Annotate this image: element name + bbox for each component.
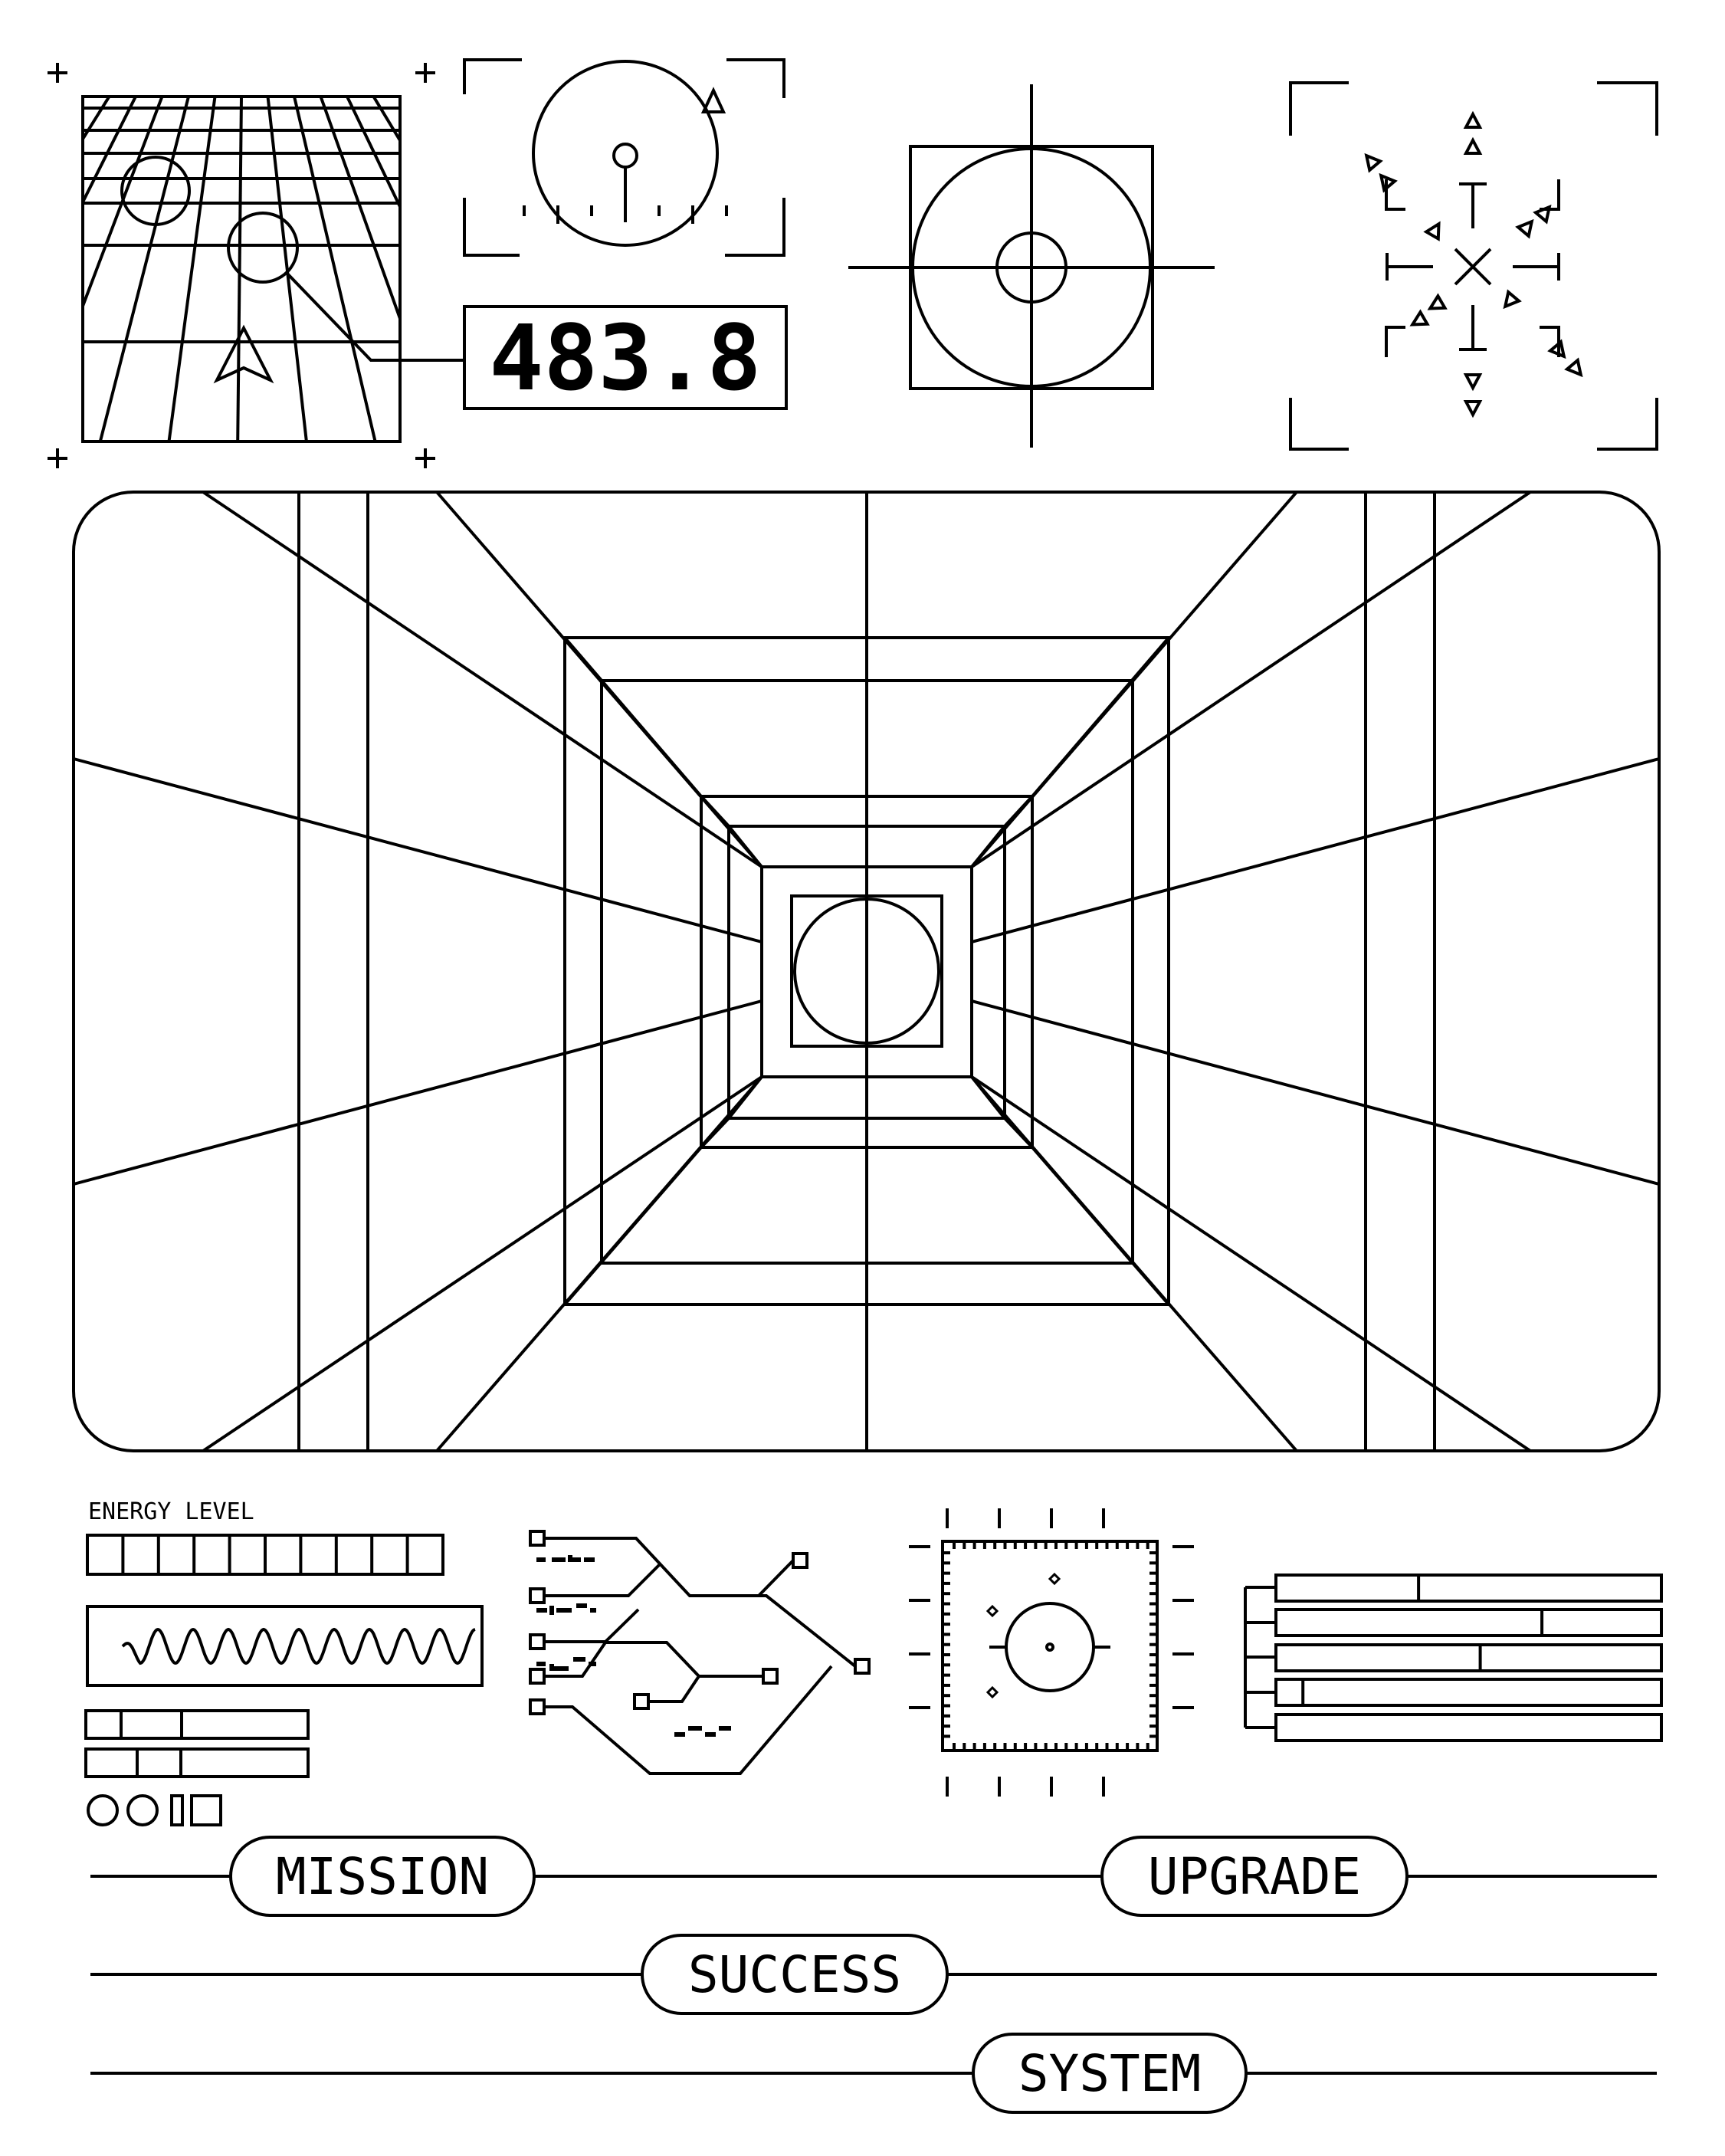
tunnel-line: [1031, 1146, 1170, 1306]
success-button[interactable]: SUCCESS: [641, 1934, 949, 2015]
tracked-target-circle: [120, 156, 191, 226]
corner-plus-icon: [48, 63, 435, 468]
triangle-icon: [1423, 221, 1441, 241]
bracket-frame: [463, 58, 785, 257]
crosshair-icon: [848, 84, 1215, 448]
upgrade-button-label: UPGRADE: [1148, 1847, 1361, 1906]
grid-line: [83, 97, 84, 100]
triangle-icon: [1427, 293, 1448, 310]
tunnel-line: [73, 999, 762, 1186]
circuit-glyphs: [536, 1555, 731, 1737]
triangle-icon: [1463, 136, 1483, 155]
compass-ring: [532, 60, 719, 247]
tunnel-line: [727, 825, 763, 868]
tunnel-line: [1003, 795, 1034, 828]
leader-line: [285, 271, 464, 362]
grid-line: [293, 97, 377, 441]
status-bar: [1274, 1713, 1663, 1742]
status-bars: [1244, 1574, 1663, 1742]
grid-line: [346, 97, 400, 211]
tunnel-line: [700, 1117, 730, 1149]
status-bar: [1274, 1608, 1663, 1637]
grid-line: [98, 97, 190, 441]
grid-line: [167, 97, 217, 441]
tunnel-line: [727, 1075, 763, 1120]
triangle-icon: [1547, 339, 1566, 359]
compass-panel: [463, 58, 785, 257]
tunnel-line: [563, 1146, 703, 1306]
grid-line: [266, 97, 308, 441]
bracket-frame: [1289, 81, 1658, 451]
grid-line: [319, 97, 400, 323]
grid-line: [83, 97, 137, 206]
chip-ticks: [909, 1508, 1194, 1797]
compass-center: [612, 143, 638, 169]
player-arrow-icon: [213, 324, 274, 384]
triangle-icon: [1463, 400, 1483, 418]
mission-button[interactable]: MISSION: [229, 1836, 536, 1917]
triangle-icon: [1515, 218, 1534, 239]
waveform-frame: [86, 1605, 484, 1687]
tunnel-line: [1031, 636, 1170, 798]
tunnel-viewport: [72, 491, 1661, 1452]
triangle-icon: [1463, 110, 1483, 129]
triangle-icon: [1379, 172, 1398, 193]
tunnel-line: [970, 491, 1532, 868]
distance-readout: 483.8: [463, 305, 788, 411]
locked-target-circle: [227, 212, 299, 284]
energy-label: ENERGY LEVEL: [88, 1498, 254, 1525]
tunnel-line: [1003, 1117, 1034, 1149]
tunnel-line: [970, 825, 1006, 868]
success-button-label: SUCCESS: [688, 1945, 901, 2004]
circuit-icon: [529, 1530, 871, 1775]
circle-icon: [87, 1794, 119, 1826]
upgrade-button[interactable]: UPGRADE: [1100, 1836, 1409, 1917]
tunnel-line: [202, 1075, 763, 1452]
square-icon: [190, 1794, 222, 1826]
triangle-icon: [1564, 357, 1583, 378]
tunnel-line: [563, 636, 703, 798]
level-bar-1: [84, 1709, 310, 1740]
energy-panel: ENERGY LEVEL: [84, 1498, 484, 1826]
tunnel-line: [970, 1075, 1532, 1452]
system-button[interactable]: SYSTEM: [972, 2033, 1248, 2114]
tunnel-line: [73, 757, 762, 943]
target-icon: [1289, 81, 1658, 451]
triangle-icon: [1533, 204, 1552, 225]
level-bar-2: [84, 1747, 310, 1778]
system-button-label: SYSTEM: [1018, 2044, 1201, 2103]
triangle-icon: [1409, 309, 1430, 327]
grid-radar-panel: [48, 63, 464, 468]
grid-line: [236, 97, 243, 441]
tunnel-line: [700, 795, 730, 828]
triangle-icon: [1463, 373, 1483, 392]
bearing-triangle-icon: [700, 87, 726, 113]
tunnel-exit-circle: [793, 898, 940, 1045]
grid-line: [83, 97, 164, 310]
status-bar: [1274, 1643, 1663, 1672]
status-bar: [1274, 1678, 1663, 1707]
compass-ticks: [523, 205, 728, 224]
tunnel-line: [971, 757, 1660, 943]
tunnel-line: [970, 1075, 1006, 1120]
mission-button-label: MISSION: [276, 1847, 489, 1906]
status-bar: [1274, 1574, 1663, 1603]
sine-wave-icon: [121, 1627, 476, 1665]
circle-icon: [126, 1794, 159, 1826]
energy-cells: [121, 1535, 409, 1574]
status-bar-list: [1274, 1574, 1663, 1742]
readout-value: 483.8: [489, 305, 761, 411]
chip-icon: [909, 1508, 1194, 1797]
tunnel-line: [971, 999, 1660, 1186]
triangle-icon: [1503, 289, 1522, 310]
grid-line: [83, 97, 111, 143]
square-icon: [170, 1794, 184, 1826]
tunnel-line: [202, 491, 763, 868]
perspective-grid: [83, 97, 400, 441]
triangle-icon: [1364, 153, 1383, 173]
tunnel-geometry: [73, 491, 1660, 1452]
threat-triangles: [1364, 110, 1583, 418]
